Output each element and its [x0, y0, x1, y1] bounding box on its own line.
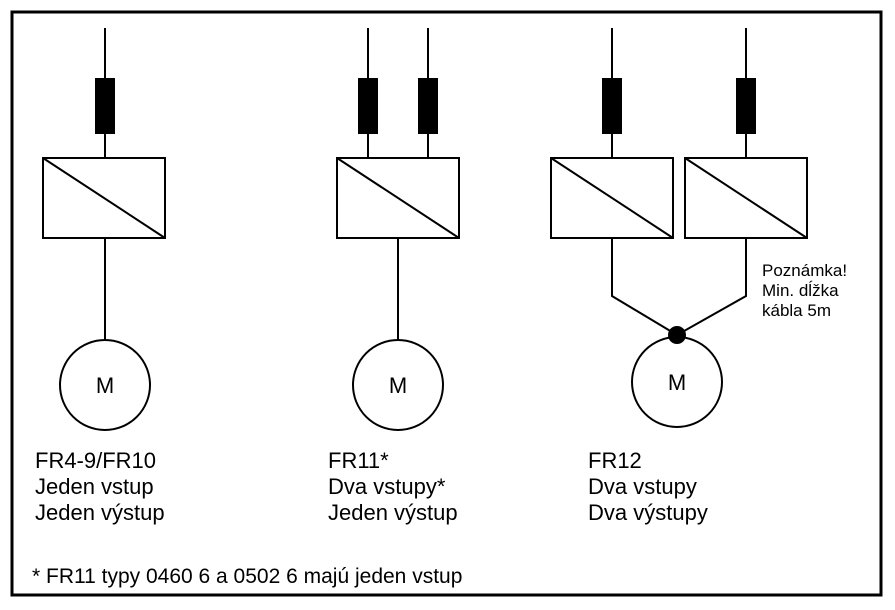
converter-symbol: [42, 157, 166, 239]
fuse-symbol: [95, 78, 115, 134]
config-label-inputs: Dva vstupy*: [328, 474, 446, 499]
config-label-outputs: Dva výstupy: [588, 500, 708, 525]
fuse-symbol: [736, 78, 756, 134]
motor-cable: [611, 238, 678, 336]
motor-cable: [676, 238, 747, 336]
config-label-title: FR4-9/FR10: [35, 448, 156, 473]
config-fr12: M Poznámka! Min. dĺžka kábla 5m FR12 Dva…: [550, 28, 847, 525]
converter-symbol: [684, 157, 808, 239]
motor-label: M: [96, 373, 114, 398]
config-label-outputs: Jeden výstup: [328, 500, 458, 525]
fuse-symbol: [358, 78, 378, 134]
converter-symbol: [550, 157, 674, 239]
motor-label: M: [389, 373, 407, 398]
motor-symbol: M: [631, 336, 723, 428]
fuse-symbol: [418, 78, 438, 134]
motor-symbol: M: [352, 339, 444, 431]
config-label-outputs: Jeden výstup: [35, 500, 165, 525]
config-fr4-fr10: M FR4-9/FR10 Jeden vstup Jeden výstup: [35, 28, 166, 525]
config-label-inputs: Jeden vstup: [35, 474, 154, 499]
config-label-title: FR12: [588, 448, 642, 473]
motor-label: M: [668, 370, 686, 395]
config-label-inputs: Dva vstupy: [588, 474, 697, 499]
motor-symbol: M: [59, 339, 151, 431]
converter-symbol: [336, 157, 460, 239]
config-fr11: M FR11* Dva vstupy* Jeden výstup: [328, 28, 460, 525]
footnote: * FR11 typy 0460 6 a 0502 6 majú jeden v…: [32, 565, 462, 588]
note-line-3: kábla 5m: [762, 301, 831, 320]
note-line-2: Min. dĺžka: [762, 281, 839, 300]
junction-dot: [668, 326, 686, 344]
note-line-1: Poznámka!: [762, 261, 847, 280]
config-label-title: FR11*: [328, 448, 389, 473]
fuse-symbol: [602, 78, 622, 134]
